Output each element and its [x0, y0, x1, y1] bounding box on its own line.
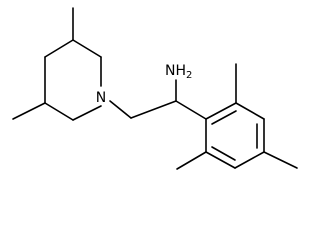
bond-ar1-ar2 [205, 102, 237, 120]
bond-ar6-methyl [176, 151, 207, 170]
bond-n1-c6 [72, 105, 102, 121]
amine-group-label: NH2 [165, 63, 192, 81]
nitrogen-label-background [95, 88, 108, 105]
amine-nh-text: NH [165, 63, 186, 79]
bond-c4-c3 [44, 39, 74, 58]
double-bond-ar1-ar2 [211, 110, 237, 125]
bond-ch2-ch [130, 100, 177, 119]
bond-ar4-ar5 [234, 151, 265, 169]
double-bond-ar5-ar6 [211, 146, 236, 161]
amine-subscript: 2 [186, 70, 192, 81]
piperidine-nitrogen-label: N [96, 90, 106, 106]
bond-c5-methyl [12, 102, 46, 120]
bond-ar5-ar6 [205, 151, 236, 169]
bond-c3-c2 [72, 39, 102, 58]
bond-ar2-ar3 [235, 102, 265, 120]
bond-c6-c5 [44, 102, 74, 121]
bond-ar4-methyl [263, 151, 298, 169]
bond-ch-aryl [175, 100, 207, 120]
bond-n1-ch2 [109, 100, 132, 119]
chemical-structure-diagram: N NH2 [12, 7, 298, 170]
